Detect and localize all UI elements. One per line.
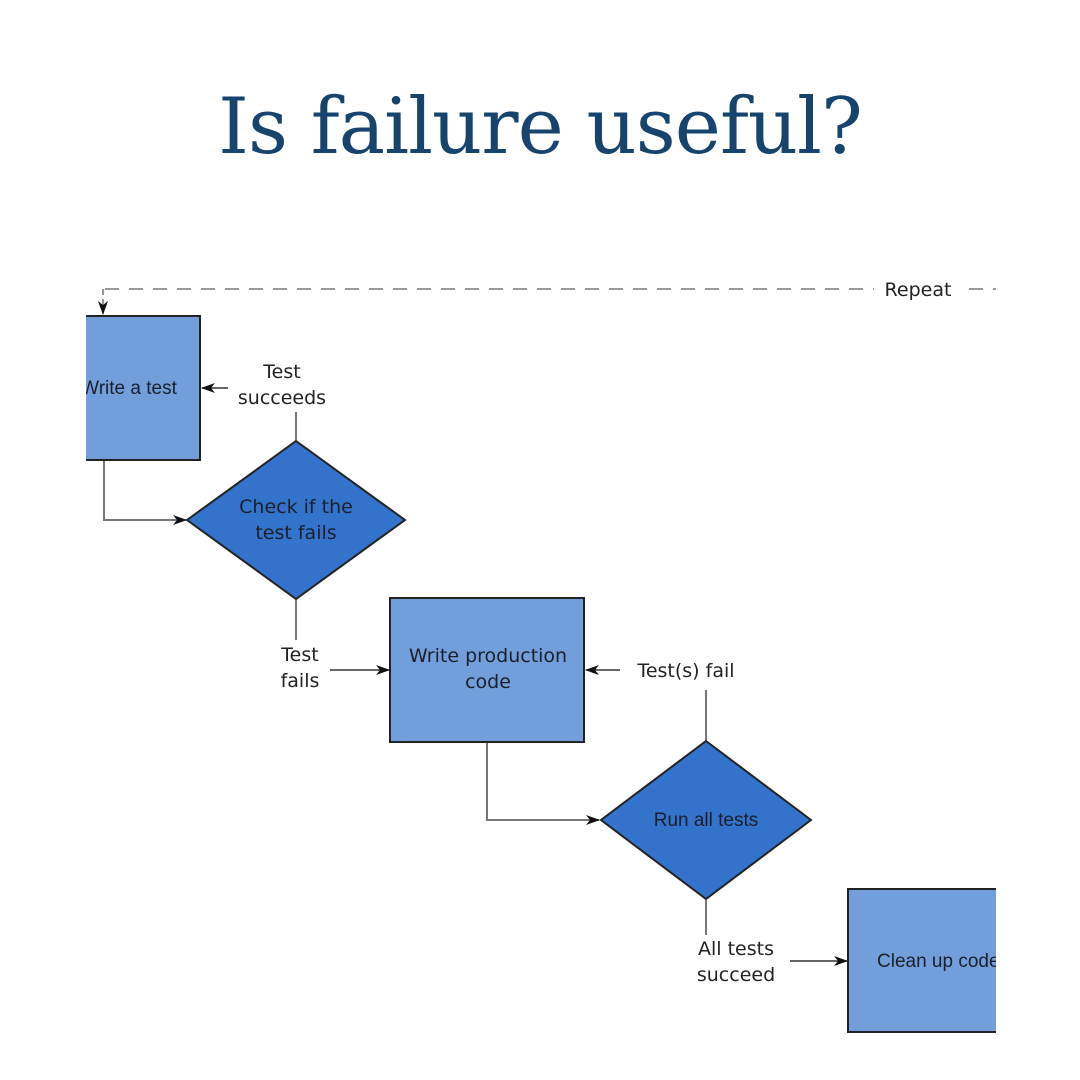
node-write-code-label-1: Write production (409, 645, 567, 667)
repeat-label: Repeat (885, 279, 952, 301)
edge-label-test-succeeds-1: Test (262, 361, 300, 383)
node-write-test (86, 315, 201, 461)
node-clean-up-label: Clean up code (877, 951, 1000, 972)
edge-write-code-to-run (486, 743, 600, 825)
edge-label-tests-fail: Test(s) fail (636, 660, 734, 682)
node-write-code (389, 597, 585, 743)
node-write-code-label-2: code (465, 671, 511, 693)
edge-label-all-succeed-1: All tests (698, 938, 774, 960)
node-check-fails-label-1: Check if the (239, 496, 353, 518)
page-title: Is failure useful? (218, 82, 863, 172)
node-run-tests (599, 739, 813, 901)
node-run-tests-label: Run all tests (654, 810, 759, 831)
edge-label-all-succeed-2: succeed (697, 964, 775, 986)
edge-label-test-succeeds-2: succeeds (238, 387, 326, 409)
node-check-fails (185, 439, 407, 601)
edge-label-test-fails-2: fails (281, 670, 320, 692)
edge-write-test-to-check (103, 461, 187, 525)
node-check-fails-label-2: test fails (255, 522, 336, 544)
edge-label-test-fails-1: Test (280, 644, 318, 666)
node-write-test-label: Write a test (81, 378, 177, 399)
node-clean-up (847, 888, 996, 1033)
